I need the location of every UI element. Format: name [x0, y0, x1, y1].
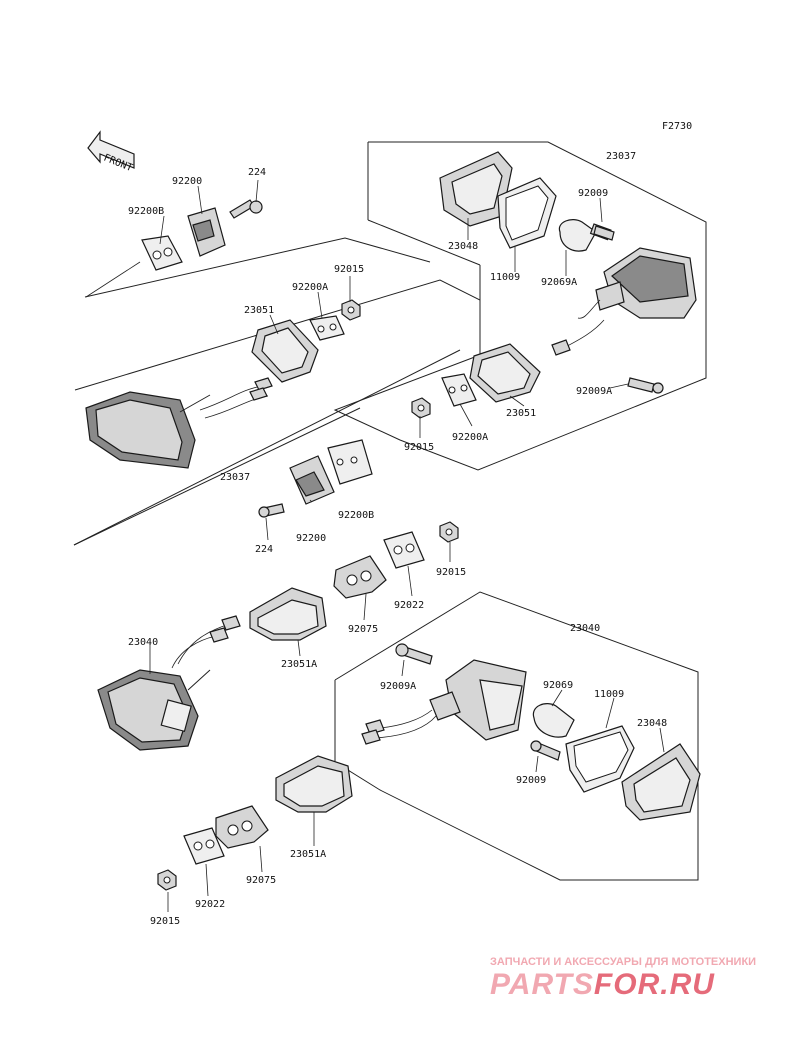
upper-right-turn-signal [411, 151, 697, 419]
label-11009-upper-right: 11009 [490, 272, 520, 283]
label-92200-top: 92200 [172, 176, 202, 187]
label-92200-middle: 92200 [296, 533, 326, 544]
label-92200B-top: 92200B [128, 206, 164, 217]
label-23048-lower: 23048 [637, 718, 667, 729]
group-a-mounting-brackets [141, 199, 263, 271]
label-92015-middle: 92015 [436, 567, 466, 578]
watermark: ЗАПЧАСТИ И АКСЕССУАРЫ ДЛЯ МОТОТЕХНИКИ PA… [490, 956, 756, 1001]
label-23051A-middle: 23051A [281, 659, 317, 670]
label-23051-upper-right: 23051 [506, 408, 536, 419]
part-number-labels: 224 92200 92200B 92015 92200A 23051 2303… [128, 151, 667, 927]
label-92009A-upper-right: 92009A [576, 386, 612, 397]
label-92069A-upper-right: 92069A [541, 277, 577, 288]
label-11009-lower: 11009 [594, 689, 624, 700]
label-92200A-upper-left: 92200A [292, 282, 328, 293]
label-92075-middle: 92075 [348, 624, 378, 635]
watermark-tagline: ЗАПЧАСТИ И АКСЕССУАРЫ ДЛЯ МОТОТЕХНИКИ [490, 956, 756, 968]
watermark-logo-right: FOR.RU [594, 968, 715, 1001]
label-23051A-bottom: 23051A [290, 849, 326, 860]
label-23048-upper-right: 23048 [448, 241, 478, 252]
label-224-top: 224 [248, 167, 266, 178]
label-92009-lower: 92009 [516, 775, 546, 786]
label-92009A-lower: 92009A [380, 681, 416, 692]
group-c-mounting-brackets [258, 439, 373, 518]
label-92015-bottom: 92015 [150, 916, 180, 927]
label-92200A-upper-right: 92200A [452, 432, 488, 443]
label-92015-upper-right: 92015 [404, 442, 434, 453]
label-92075-bottom: 92075 [246, 875, 276, 886]
group-f-grommet-set [157, 755, 353, 891]
watermark-logo: PARTSFOR.RU [490, 968, 715, 1001]
front-direction-arrow: FRONT [87, 130, 135, 174]
diagram-code: F2730 [662, 121, 692, 132]
label-23037-middle: 23037 [220, 472, 250, 483]
label-224-middle: 224 [255, 544, 273, 555]
label-92015-upper-left: 92015 [334, 264, 364, 275]
label-23051-upper-left: 23051 [244, 305, 274, 316]
lower-left-turn-signal [97, 521, 459, 751]
label-92009-upper-right: 92009 [578, 188, 608, 199]
upper-left-turn-signal [85, 299, 361, 469]
label-23037-upper-right: 23037 [606, 151, 636, 162]
label-92200B-middle: 92200B [338, 510, 374, 521]
label-92022-middle: 92022 [394, 600, 424, 611]
label-23040-left: 23040 [128, 637, 158, 648]
label-23040-right: 23040 [570, 623, 600, 634]
leader-lines [85, 179, 665, 912]
label-92069-lower: 92069 [543, 680, 573, 691]
watermark-logo-left: PARTS [490, 968, 594, 1001]
label-92022-bottom: 92022 [195, 899, 225, 910]
lower-right-turn-signal [361, 643, 701, 821]
